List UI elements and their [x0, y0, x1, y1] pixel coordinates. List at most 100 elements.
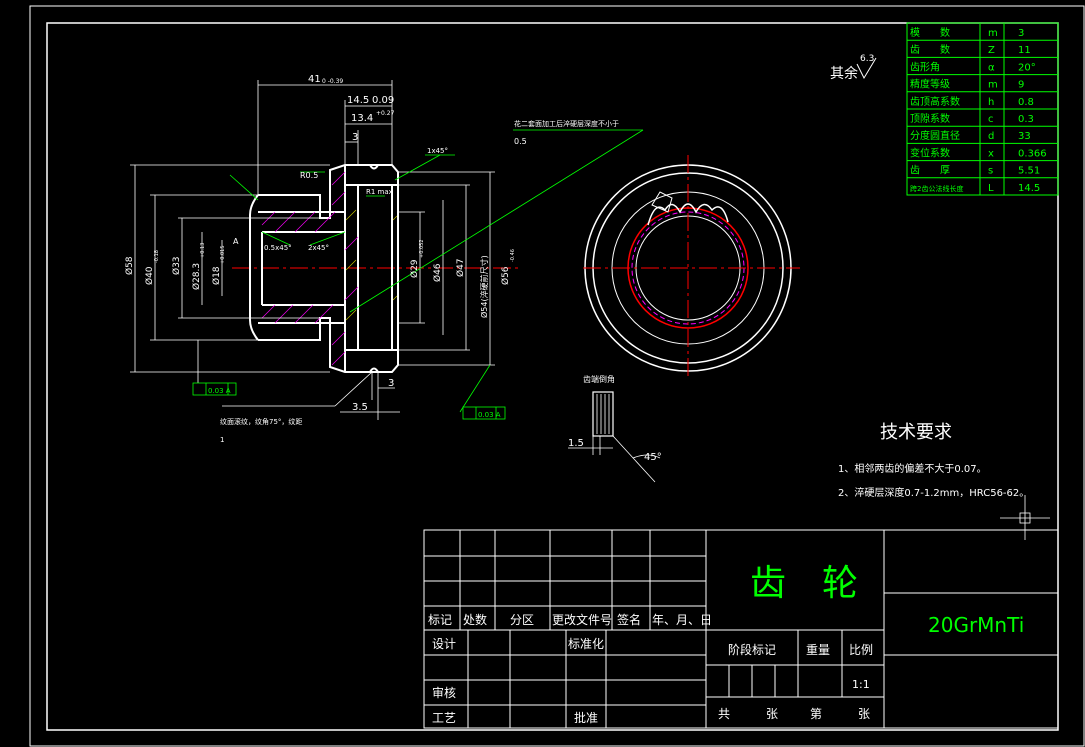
dim-dia-29-tol: +0.052 [419, 239, 425, 258]
lbl-process: 工艺 [432, 711, 456, 725]
spec-value: 11 [1018, 45, 1031, 56]
dim-dia-58: Ø58 [124, 256, 135, 275]
spec-symbol: c [988, 114, 994, 125]
title-block [423, 529, 1059, 729]
spec-symbol: h [988, 97, 994, 108]
datum-left-text: 0.03 A [208, 387, 231, 395]
detail-dim-1-5: 1.5 [568, 438, 584, 449]
spec-value: 14.5 [1018, 183, 1040, 194]
detail-tooth [592, 391, 614, 437]
spec-value: 20° [1018, 62, 1036, 73]
dim-3-top: 3 [352, 132, 358, 143]
spec-name: 顶隙系数 [910, 112, 950, 125]
lbl-sheet2: 张 [858, 707, 870, 721]
detail-title: 齿端倒角 [583, 374, 615, 384]
dim-r0-5: R0.5 [300, 171, 318, 180]
dim-1x45: 1x45° [427, 147, 448, 155]
lbl-check: 审核 [432, 685, 456, 700]
tech-req-item-1: 1、相邻两齿的偏差不大于0.07。 [838, 462, 987, 475]
lbl-stage-mark: 阶段标记 [728, 642, 776, 657]
dim-dia-18: Ø18 [211, 266, 222, 285]
roughness-label: 其余 [830, 65, 858, 82]
spec-name: 模 数 [910, 26, 950, 39]
note-knurl-val: 1 [220, 436, 224, 444]
dim-13-4: 13.4 [351, 113, 373, 124]
lbl-design: 设计 [432, 637, 456, 651]
section-hatch-yellow [345, 209, 398, 321]
dim-2x45: 2x45° [308, 244, 329, 252]
material: 20GrMnTi [928, 613, 1024, 637]
spec-name: 变位系数 [910, 146, 950, 159]
sheet-inner-border [46, 22, 1059, 731]
hdr-date: 年、月、日 [652, 613, 712, 627]
dim-dia-28-3: Ø28.3 [191, 263, 202, 290]
tech-req-item-2: 2、淬硬层深度0.7-1.2mm，HRC56-62。 [838, 486, 1029, 499]
dim-dia-56: Ø56 [500, 266, 511, 285]
crosshair-icon [1000, 495, 1050, 540]
section-outline [249, 164, 399, 373]
dim-dia-54: Ø54(淬硬前尺寸) [479, 255, 489, 318]
dim-dia-40-tol: -0.18 [154, 250, 160, 263]
spec-symbol: s [988, 166, 993, 177]
spec-symbol: m [988, 80, 998, 91]
note-hardening-val: 0.5 [514, 137, 527, 146]
spec-name: 齿 数 [910, 43, 950, 56]
section-dim-lines [130, 80, 495, 420]
part-name: 齿 轮 [750, 563, 858, 604]
spec-name: 跨2齿公法线长度 [910, 184, 963, 193]
spec-value: 5.51 [1018, 166, 1040, 177]
spec-value: 0.3 [1018, 114, 1034, 125]
spec-name: 齿 厚 [910, 165, 950, 177]
tech-req-title: 技术要求 [880, 422, 952, 443]
spec-name: 分度圆直径 [910, 129, 960, 142]
hdr-change-doc: 更改文件号 [552, 612, 612, 627]
section-view: 0.03 A 0.03 A 41 0 -0.39 14.5 0.09 13.4 … [124, 74, 644, 444]
tooth-profile [647, 203, 729, 226]
tooth-chamfer [651, 191, 673, 213]
spec-name: 齿顶高系数 [910, 95, 960, 108]
lbl-total: 共 [718, 707, 730, 721]
spec-symbol: x [988, 148, 994, 159]
spec-value: 9 [1018, 80, 1024, 91]
spec-name: 齿形角 [910, 61, 940, 73]
sheet-outer-border [29, 5, 1085, 747]
lbl-scale: 比例 [849, 643, 873, 657]
dim-3-5: 3.5 [352, 402, 368, 413]
spec-symbol: α [988, 62, 995, 73]
spec-value: 3 [1018, 28, 1024, 39]
dim-0-5x45: 0.5x45° [264, 244, 292, 252]
datum-frame-left: 0.03 A [192, 382, 237, 396]
dim-dia-56-tol: -0.46 [510, 249, 516, 262]
spec-symbol: Z [988, 45, 995, 56]
section-hatch [261, 171, 359, 366]
hdr-mark: 标记 [428, 613, 452, 627]
hdr-signature: 签名 [617, 612, 641, 627]
datum-right-text: 0.03 A [478, 411, 501, 419]
lbl-standardize: 标准化 [568, 637, 604, 651]
spec-value: 33 [1018, 131, 1031, 142]
val-scale: 1:1 [852, 678, 870, 691]
mark-a: A [233, 237, 239, 246]
roughness-mark: 其余 6.3 [830, 54, 877, 82]
hdr-count: 处数 [463, 612, 487, 627]
lbl-page: 第 [810, 707, 822, 721]
section-leaders [229, 129, 644, 413]
dim-dia-18-tol: +0.015 [220, 245, 226, 264]
lbl-approve: 批准 [574, 710, 598, 725]
front-view [583, 155, 800, 380]
lbl-sheets: 张 [766, 707, 778, 721]
dim-dia-46: Ø46 [432, 263, 443, 282]
spec-symbol: L [988, 183, 994, 194]
detail-angle: 45° [644, 452, 662, 463]
dim-r1max: R1 max [366, 188, 393, 196]
dim-41-tol: 0 -0.39 [322, 78, 343, 85]
spec-symbol: m [988, 28, 998, 39]
spec-value: 0.8 [1018, 97, 1034, 108]
spec-name: 精度等级 [910, 78, 950, 91]
hdr-zone: 分区 [510, 613, 534, 627]
dim-dia-28-3-tol: +0.13 [200, 243, 206, 258]
dim-14-5-tol: 0.09 [372, 95, 394, 106]
dim-dia-47: Ø47 [455, 258, 466, 277]
spec-value: 0.366 [1018, 148, 1047, 159]
